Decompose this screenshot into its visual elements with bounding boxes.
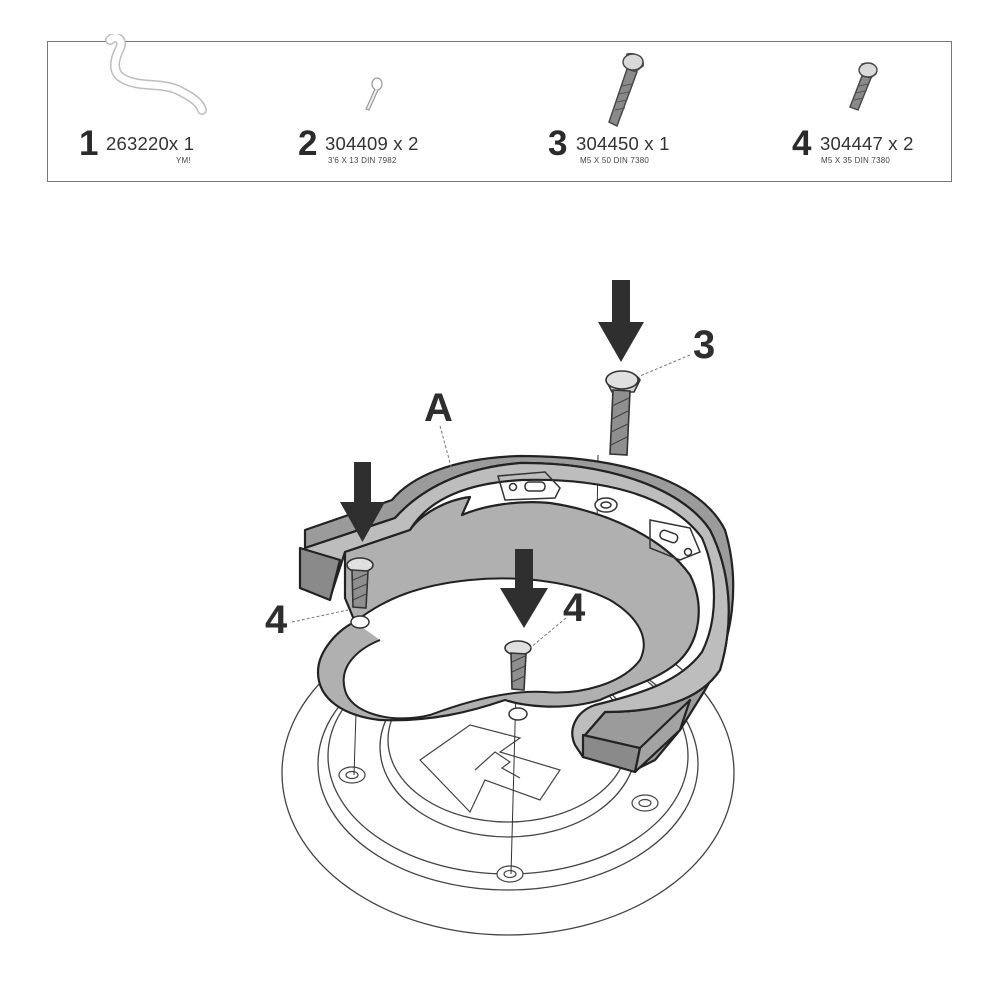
- callout-label-a: A: [424, 386, 453, 430]
- callout-label-3: 3: [693, 323, 716, 367]
- part-number: 2: [298, 124, 318, 163]
- callout-label-4-center: 4: [563, 586, 586, 630]
- small-screw-icon: [365, 77, 383, 111]
- part-number: 3: [548, 124, 568, 163]
- callout-label-4-left: 4: [265, 598, 288, 642]
- part-code: 304447 x 2: [820, 133, 914, 154]
- long-bolt-icon: [608, 52, 644, 127]
- part-item-3: 3 304450 x 1 M5 X 50 DIN 7380: [500, 42, 726, 183]
- part-spec: YM!: [176, 156, 191, 165]
- arrow-down-icon: [500, 549, 548, 628]
- part-item-1: 1 263220x 1 YM!: [48, 34, 274, 183]
- parts-list-panel: 1 263220x 1 YM! 2 304409 x 2 3'6 X 13 DI…: [47, 34, 952, 183]
- tank-ring-a: [298, 454, 735, 774]
- part-number: 1: [79, 124, 99, 163]
- part-number: 4: [792, 124, 812, 163]
- bolt-center: [504, 640, 532, 691]
- short-bolt-icon: [849, 62, 878, 111]
- part-code: 304409 x 2: [325, 133, 419, 154]
- part-spec: M5 X 50 DIN 7380: [580, 156, 650, 165]
- part-spec: 3'6 X 13 DIN 7982: [328, 156, 397, 165]
- leader-lines: [291, 354, 691, 649]
- part-item-2: 2 304409 x 2 3'6 X 13 DIN 7982: [274, 42, 500, 183]
- hose-part-icon: [105, 34, 207, 115]
- arrow-down-icon: [340, 462, 385, 542]
- arrow-down-icon: [598, 280, 644, 362]
- bolt-long: [605, 370, 641, 456]
- bolt-left: [346, 557, 374, 609]
- ring-details: [350, 471, 701, 721]
- part-code: 304450 x 1: [576, 133, 670, 154]
- part-code: 263220x 1: [106, 133, 195, 154]
- part-item-4: 4 304447 x 2 M5 X 35 DIN 7380: [726, 42, 952, 183]
- part-spec: M5 X 35 DIN 7380: [821, 156, 891, 165]
